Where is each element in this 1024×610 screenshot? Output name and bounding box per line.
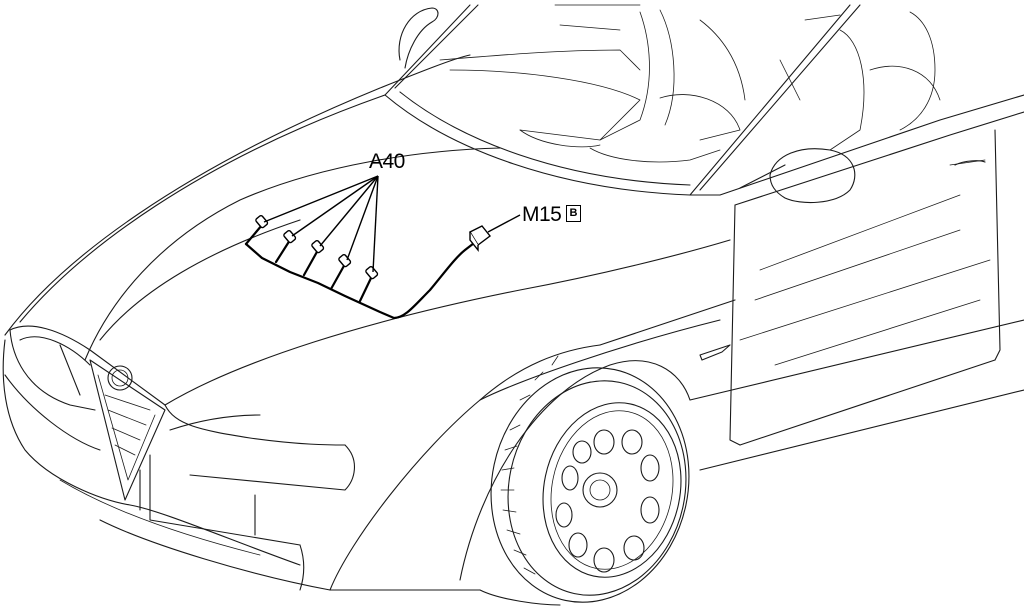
wiring-harness <box>244 223 480 320</box>
leader-lines <box>263 175 521 273</box>
front-wheel <box>490 355 690 603</box>
connector-plug-1 <box>255 214 269 229</box>
car-outline <box>2 4 1024 606</box>
m15-connector <box>469 225 491 252</box>
connector-plug-3 <box>311 239 325 254</box>
label-m15: M15 <box>522 203 562 226</box>
label-m15-badge: B <box>566 205 581 222</box>
connector-plug-5 <box>365 265 379 280</box>
label-a40: A40 <box>369 150 405 173</box>
connector-plug-2 <box>283 229 297 244</box>
spark-plug-connectors <box>255 214 379 280</box>
connector-plug-4 <box>338 253 352 268</box>
